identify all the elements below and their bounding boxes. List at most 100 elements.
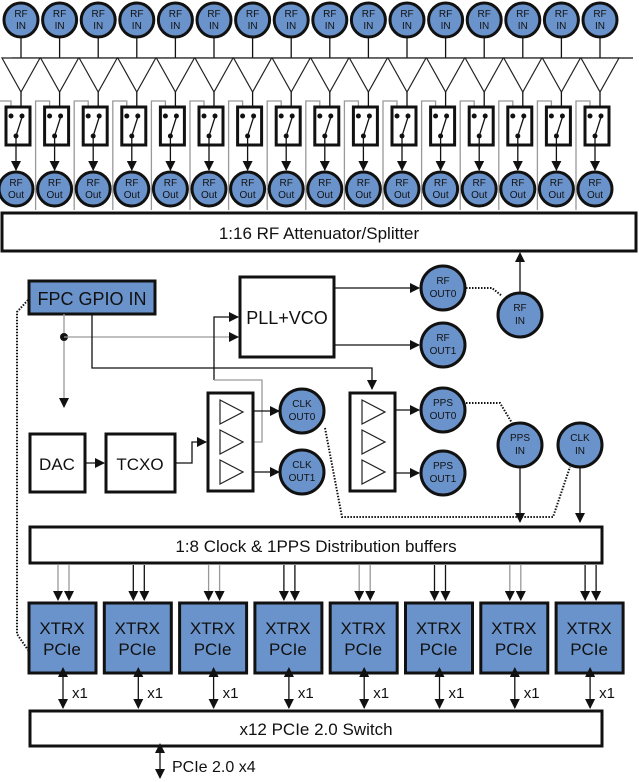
svg-text:RF: RF bbox=[400, 9, 413, 20]
pcie-link-label: x1 bbox=[524, 685, 540, 702]
rf-switch bbox=[467, 105, 495, 147]
pcie-link-label: x1 bbox=[72, 685, 88, 702]
rf-switch bbox=[429, 105, 457, 147]
splitter-amp-icon bbox=[155, 57, 196, 94]
pcie-link-label: x1 bbox=[599, 685, 615, 702]
gpio-dotted-link bbox=[16, 299, 29, 651]
svg-text:RF: RF bbox=[473, 178, 486, 189]
svg-text:PCIe: PCIe bbox=[43, 640, 81, 659]
tcxo-block: TCXO bbox=[104, 432, 177, 494]
clk-loopback-dotted bbox=[324, 427, 571, 518]
rf-in-external-node: RF IN bbox=[496, 291, 544, 339]
clk-out1-node: CLK OUT1 bbox=[278, 448, 326, 496]
svg-text:PCIe: PCIe bbox=[570, 640, 608, 659]
svg-text:IN: IN bbox=[515, 446, 525, 457]
svg-text:RF: RF bbox=[395, 178, 408, 189]
pcie-link-label: x1 bbox=[223, 685, 239, 702]
rf-switch bbox=[158, 105, 186, 147]
rf-switch bbox=[544, 105, 572, 147]
svg-text:Out: Out bbox=[8, 190, 24, 201]
pcie-switch-block: x12 PCIe 2.0 Switch bbox=[28, 709, 604, 748]
svg-text:RF: RF bbox=[513, 303, 526, 314]
svg-text:OUT0: OUT0 bbox=[430, 411, 457, 422]
svg-text:RF: RF bbox=[246, 9, 259, 20]
distribution-buffers-block: 1:8 Clock & 1PPS Distribution buffers bbox=[28, 525, 604, 565]
svg-text:RF: RF bbox=[323, 9, 336, 20]
splitter-amp-icon bbox=[425, 57, 466, 94]
svg-text:RF: RF bbox=[555, 9, 568, 20]
svg-text:IN: IN bbox=[556, 21, 566, 32]
pps-loopback-dotted bbox=[466, 402, 513, 424]
splitter-amp-icon bbox=[464, 57, 505, 94]
gpio-label: FPC GPIO IN bbox=[37, 289, 146, 309]
splitter-amp-icon bbox=[271, 57, 312, 94]
pll-label: PLL+VCO bbox=[246, 308, 328, 328]
rf-switch bbox=[313, 105, 341, 147]
svg-text:IN: IN bbox=[595, 21, 605, 32]
svg-text:RF: RF bbox=[285, 9, 298, 20]
xtrx-board: XTRX PCIe x1 bbox=[27, 565, 98, 709]
pll-vco-block: PLL+VCO bbox=[238, 275, 336, 359]
svg-text:Out: Out bbox=[587, 190, 603, 201]
svg-text:CLK: CLK bbox=[570, 433, 590, 444]
svg-text:PCIe: PCIe bbox=[194, 640, 232, 659]
svg-text:IN: IN bbox=[170, 21, 180, 32]
svg-text:IN: IN bbox=[286, 21, 296, 32]
rf-switch bbox=[120, 105, 148, 147]
svg-text:RF: RF bbox=[14, 9, 27, 20]
svg-text:PCIe: PCIe bbox=[495, 640, 533, 659]
svg-text:RF: RF bbox=[164, 178, 177, 189]
svg-text:XTRX: XTRX bbox=[39, 619, 84, 638]
svg-text:RF: RF bbox=[241, 178, 254, 189]
rf-switch bbox=[274, 105, 302, 147]
svg-text:RF: RF bbox=[588, 178, 601, 189]
svg-text:RF: RF bbox=[436, 333, 449, 344]
svg-text:PCIe: PCIe bbox=[118, 640, 156, 659]
pps-out0-node: PPS OUT0 bbox=[419, 386, 467, 434]
svg-text:x12 PCIe 2.0 Switch: x12 PCIe 2.0 Switch bbox=[239, 720, 392, 739]
svg-text:OUT1: OUT1 bbox=[289, 473, 316, 484]
svg-text:RF: RF bbox=[318, 178, 331, 189]
svg-text:OUT0: OUT0 bbox=[430, 289, 457, 300]
svg-text:PPS: PPS bbox=[433, 398, 453, 409]
svg-text:Out: Out bbox=[471, 190, 487, 201]
rf-switch bbox=[583, 105, 611, 147]
svg-text:PCIe: PCIe bbox=[344, 640, 382, 659]
fpc-gpio-in-block: FPC GPIO IN bbox=[27, 279, 157, 316]
svg-text:IN: IN bbox=[132, 21, 142, 32]
splitter-amp-icon bbox=[193, 57, 235, 94]
svg-text:IN: IN bbox=[248, 21, 258, 32]
pps-in-node: PPS IN bbox=[496, 421, 544, 469]
svg-text:Out: Out bbox=[124, 190, 140, 201]
svg-text:RF: RF bbox=[92, 9, 105, 20]
rf-switch bbox=[4, 105, 32, 147]
splitter-amp-icon bbox=[541, 57, 582, 94]
pps-out1-node: PPS OUT1 bbox=[419, 449, 467, 497]
svg-text:IN: IN bbox=[441, 21, 451, 32]
svg-text:Out: Out bbox=[433, 190, 449, 201]
